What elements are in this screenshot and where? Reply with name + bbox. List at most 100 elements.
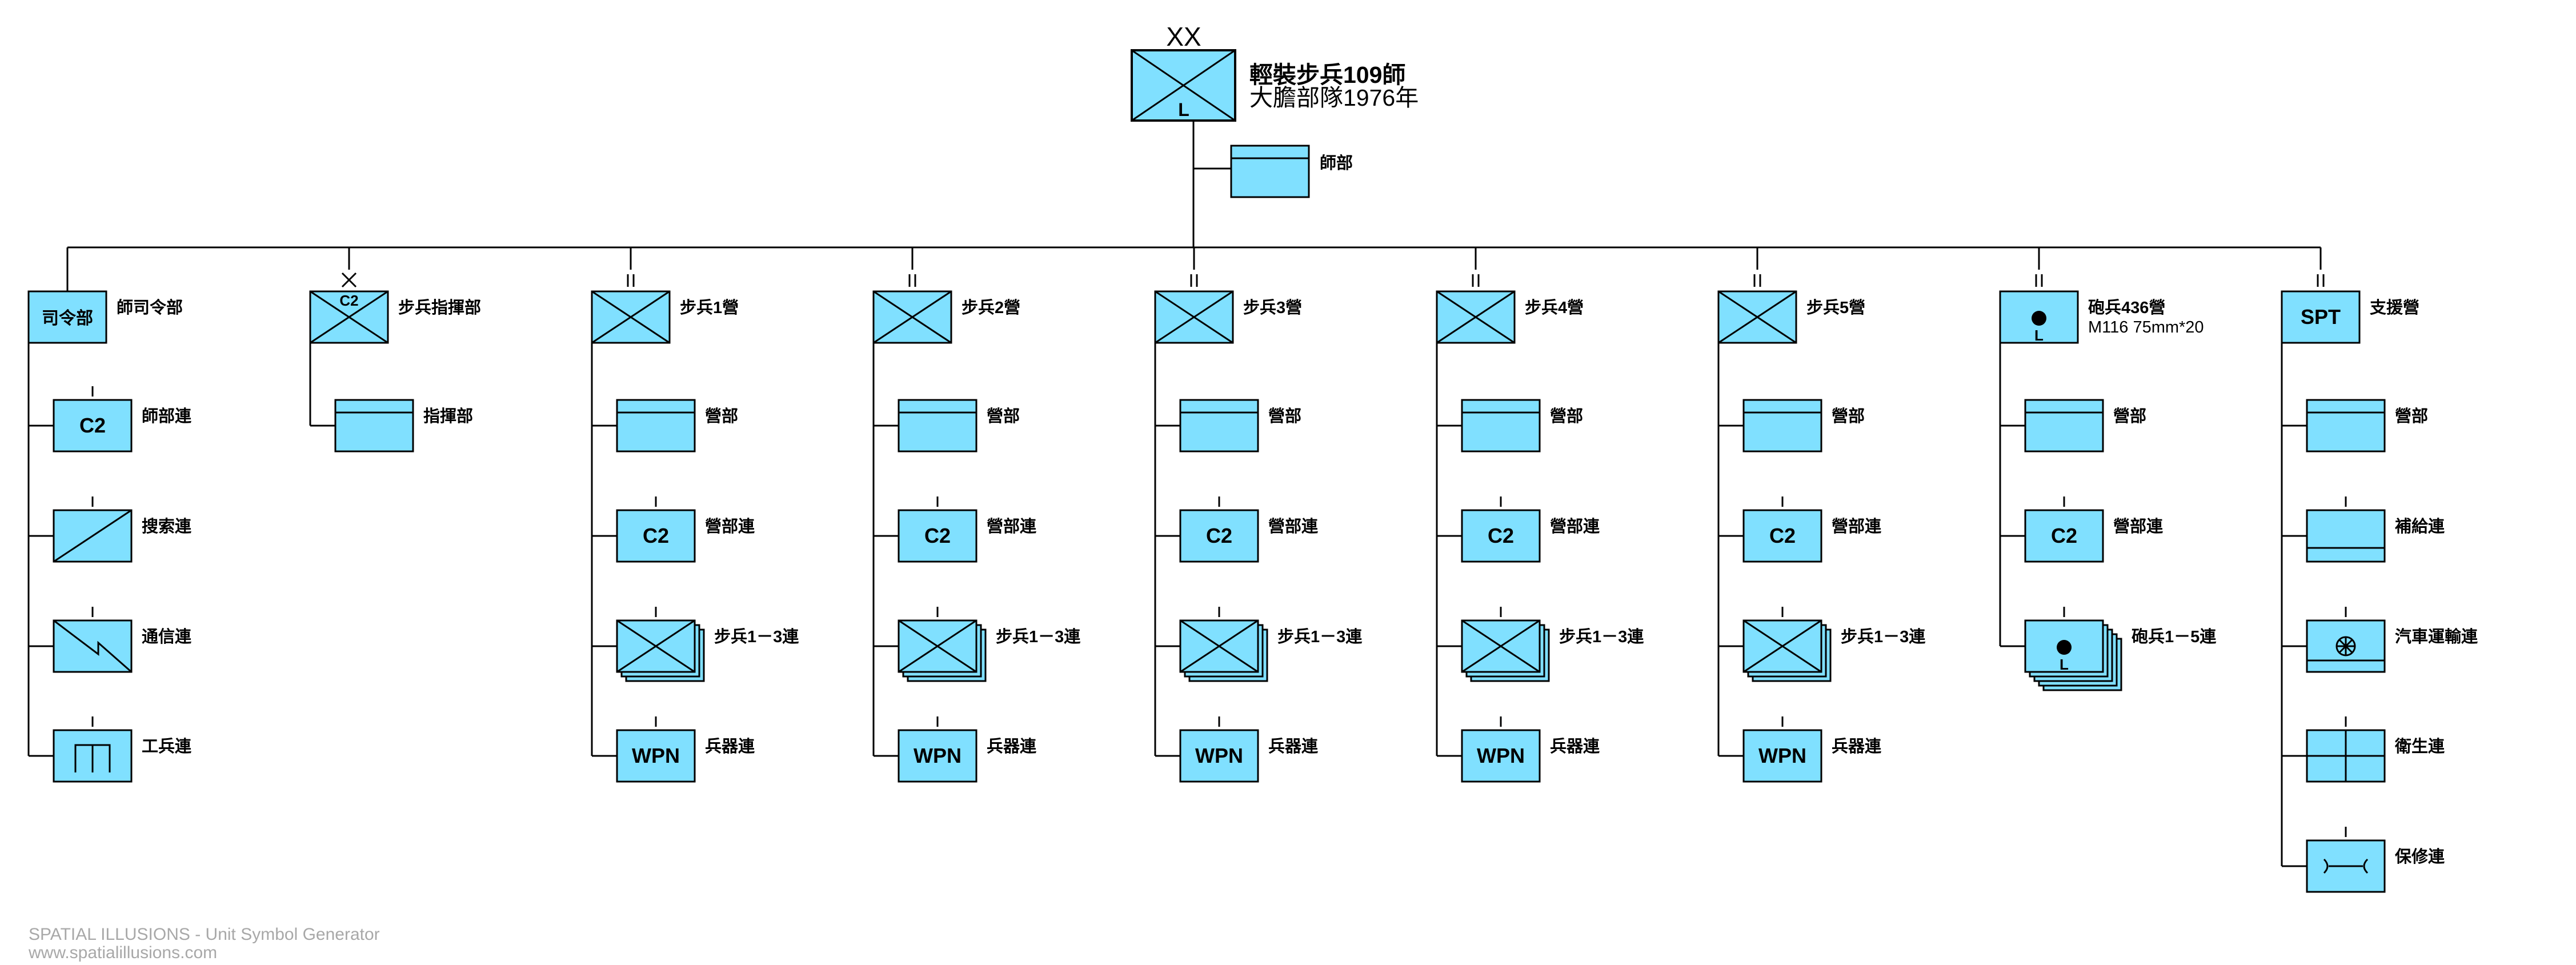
signal-bolt [53, 619, 132, 673]
text-symbol [1179, 509, 1259, 563]
child-label: 補給連 [2394, 516, 2445, 536]
child-unit: 步兵1－3連 [592, 607, 799, 682]
child-unit: 指揮部 [310, 399, 473, 453]
recon-line [53, 509, 132, 563]
text-symbol [1461, 729, 1541, 783]
child-label: 工兵連 [142, 737, 192, 756]
child-label: 兵器連 [1832, 737, 1882, 756]
child-unit: 搜索連 [29, 496, 192, 563]
text-symbol [616, 509, 696, 563]
child-unit: C2 營部連 [1437, 496, 1600, 563]
hq-symbol [334, 399, 414, 453]
child-label: 步兵1－3連 [1277, 627, 1363, 646]
child-unit: 通信連 [29, 607, 192, 673]
symbol-text: C2 [1769, 524, 1796, 547]
child-unit: 營部 [592, 399, 738, 453]
hq-symbol [898, 399, 977, 453]
child-unit: WPN 兵器連 [1155, 716, 1319, 783]
child-unit: 步兵1－3連 [1437, 607, 1644, 682]
symbol-text: C2 [1488, 524, 1514, 547]
child-label: 兵器連 [705, 737, 755, 756]
child-label: 步兵1－3連 [714, 627, 799, 646]
child-label: 營部連 [2113, 516, 2164, 536]
child-unit: 營部 [1155, 399, 1301, 453]
division-hq-symbol [1230, 145, 1310, 198]
cross-line [1743, 619, 1822, 673]
hq-symbol [2306, 399, 2386, 453]
division-subtitle: 大膽部隊1976年 [1249, 85, 1419, 111]
child-label: 砲兵1－5連 [2132, 627, 2217, 646]
text-symbol [1179, 729, 1259, 783]
child-unit: 營部 [2000, 399, 2146, 453]
child-label: 步兵1－3連 [1559, 627, 1644, 646]
symbol-text: C2 [643, 524, 669, 547]
text-symbol [2024, 509, 2104, 563]
parent-unit: 步兵1營 [591, 290, 739, 344]
footer-url: www.spatialillusions.com [28, 943, 217, 962]
artillery-dot [2032, 311, 2046, 326]
parent-label: 步兵3營 [1243, 298, 1302, 317]
division-hq-label: 師部 [1320, 153, 1353, 173]
symbol-text: WPN [914, 744, 962, 767]
child-label: 營部 [1550, 406, 1583, 426]
hq-symbol [1179, 399, 1259, 453]
cross-line [1155, 290, 1233, 344]
symbol-text: WPN [1195, 744, 1243, 767]
division-title: 輕裝步兵109師 [1249, 62, 1405, 88]
echelon-x [341, 272, 357, 288]
parent-label: 步兵1營 [680, 298, 739, 317]
text-symbol [27, 290, 107, 344]
cross-line [616, 619, 695, 673]
division-echelon: XX [1166, 22, 1201, 51]
hq-symbol [2024, 399, 2104, 453]
parent-unit: 步兵3營 [1154, 290, 1302, 344]
child-label: 兵器連 [1268, 737, 1319, 756]
child-unit: 步兵1－3連 [1155, 607, 1363, 682]
hq-symbol [616, 399, 696, 453]
division-unit: XX L 輕裝步兵109師 大膽部隊1976年 [1131, 22, 1419, 122]
symbol-text: SPT [2301, 305, 2341, 329]
child-label: 保修連 [2394, 847, 2445, 866]
c2-label-bg [336, 293, 362, 308]
wheel-spoke [2338, 639, 2353, 654]
child-label: 步兵1－3連 [1841, 627, 1926, 646]
text-symbol [1461, 509, 1541, 563]
child-label: 營部連 [987, 516, 1037, 536]
child-unit: 營部 [1437, 399, 1583, 453]
child-unit: 營部 [874, 399, 1020, 453]
cross-line [1436, 290, 1515, 344]
hq-symbol [1461, 399, 1541, 453]
cross-line [1461, 619, 1540, 673]
parent-unit: 步兵4營 [1436, 290, 1584, 344]
wrench-jaw [2363, 858, 2369, 874]
cross-line [591, 290, 670, 344]
child-label: 營部 [987, 406, 1020, 426]
cross-line [898, 619, 977, 673]
child-label: 營部連 [1550, 516, 1600, 536]
child-unit: 營部 [1718, 399, 1865, 453]
child-label: 營部 [1832, 406, 1865, 426]
c2-label: C2 [339, 292, 358, 309]
parent-label: 步兵指揮部 [398, 298, 481, 317]
child-unit: 營部 [2282, 399, 2428, 453]
parent-label: 砲兵436營 [2088, 298, 2165, 317]
signal-symbol [53, 619, 133, 673]
parent-label: 步兵5營 [1806, 298, 1865, 317]
supply-symbol [2306, 509, 2386, 563]
division-modifier: L [1178, 99, 1189, 120]
child-unit: 步兵1－3連 [874, 607, 1081, 682]
